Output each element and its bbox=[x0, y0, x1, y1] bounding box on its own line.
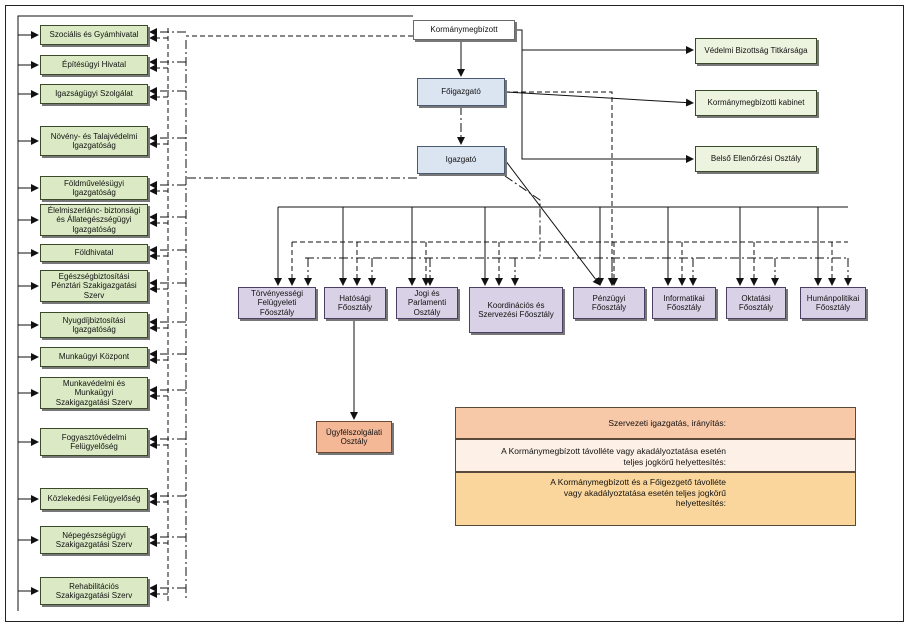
department-box: Koordinációs és Szervezési Főosztály bbox=[469, 287, 563, 333]
department-box: Oktatási Főosztály bbox=[726, 287, 786, 319]
office-box: Munkaügyi Központ bbox=[40, 347, 148, 367]
office-box: Növény- és Talajvédelmi Igazgatóság bbox=[40, 126, 148, 156]
diagram-frame bbox=[5, 5, 904, 622]
department-box: Törvényességi Felügyeleti Főosztály bbox=[238, 287, 316, 319]
ugyfelszolgalat-box: Ügyfélszolgálati Osztály bbox=[316, 421, 392, 453]
connector-line bbox=[515, 29, 694, 54]
department-box: Hatósági Főosztály bbox=[324, 287, 386, 319]
office-box: Közlekedési Felügyelőség bbox=[40, 488, 148, 510]
department-box: Humánpolitikai Főosztály bbox=[800, 287, 866, 319]
connector-line bbox=[505, 91, 616, 286]
legend-text-dashdot: A Kormánymegbízott és a Főigezgető távol… bbox=[550, 477, 726, 508]
foigazgato-box: Főigazgató bbox=[417, 78, 505, 106]
office-box: Egészségbiztosítási Pénztári Szakigazgat… bbox=[40, 270, 148, 302]
office-box: Népegészségügyi Szakigazgatási Szerv bbox=[40, 526, 148, 554]
office-box: Építésügyi Hivatal bbox=[40, 55, 148, 75]
legend-row-solid bbox=[455, 407, 856, 439]
office-box: Szociális és Gyámhivatal bbox=[40, 25, 148, 45]
department-box: Pénzügyi Főosztály bbox=[573, 287, 645, 319]
legend-text-dashed: A Kormánymegbízott távolléte vagy akadál… bbox=[501, 446, 726, 467]
connector-line bbox=[504, 91, 694, 107]
staff-box-vedelmi: Védelmi Bizottság Titkársága bbox=[695, 38, 817, 64]
department-box: Jogi és Parlamenti Osztály bbox=[396, 287, 458, 319]
kormanymegbizott-box: Kormánymegbízott bbox=[413, 20, 515, 40]
staff-box-kabinet: Kormánymegbízotti kabinet bbox=[695, 90, 817, 116]
connector-line bbox=[504, 175, 541, 258]
connector-line bbox=[521, 50, 694, 163]
staff-box-ellenorzes: Belső Ellenőrzési Osztály bbox=[695, 146, 817, 172]
office-box: Földhivatal bbox=[40, 244, 148, 262]
office-box: Földművelésügyi Igazgatóság bbox=[40, 176, 148, 200]
office-box: Rehabilitációs Szakigazgatási Szerv bbox=[40, 577, 148, 605]
office-box: Nyugdíjbiztosítási Igazgatóság bbox=[40, 312, 148, 338]
igazgato-box: Igazgató bbox=[417, 146, 505, 174]
connector-line bbox=[504, 159, 601, 286]
department-box: Informatikai Főosztály bbox=[652, 287, 716, 319]
legend-row-dashdot bbox=[455, 472, 856, 526]
office-box: Igazságügyi Szolgálat bbox=[40, 84, 148, 104]
office-box: Fogyasztóvédelmi Felügyelőség bbox=[40, 428, 148, 456]
legend-text-solid: Szervezeti igazgatás, irányítás: bbox=[608, 418, 726, 428]
connector-line bbox=[17, 15, 413, 611]
legend-row-dashed bbox=[455, 439, 856, 472]
office-box: Munkavédelmi és Munkaügyi Szakigazgatási… bbox=[40, 377, 148, 409]
office-box: Élelmiszerlánc- biztonsági és Állategész… bbox=[40, 204, 148, 236]
